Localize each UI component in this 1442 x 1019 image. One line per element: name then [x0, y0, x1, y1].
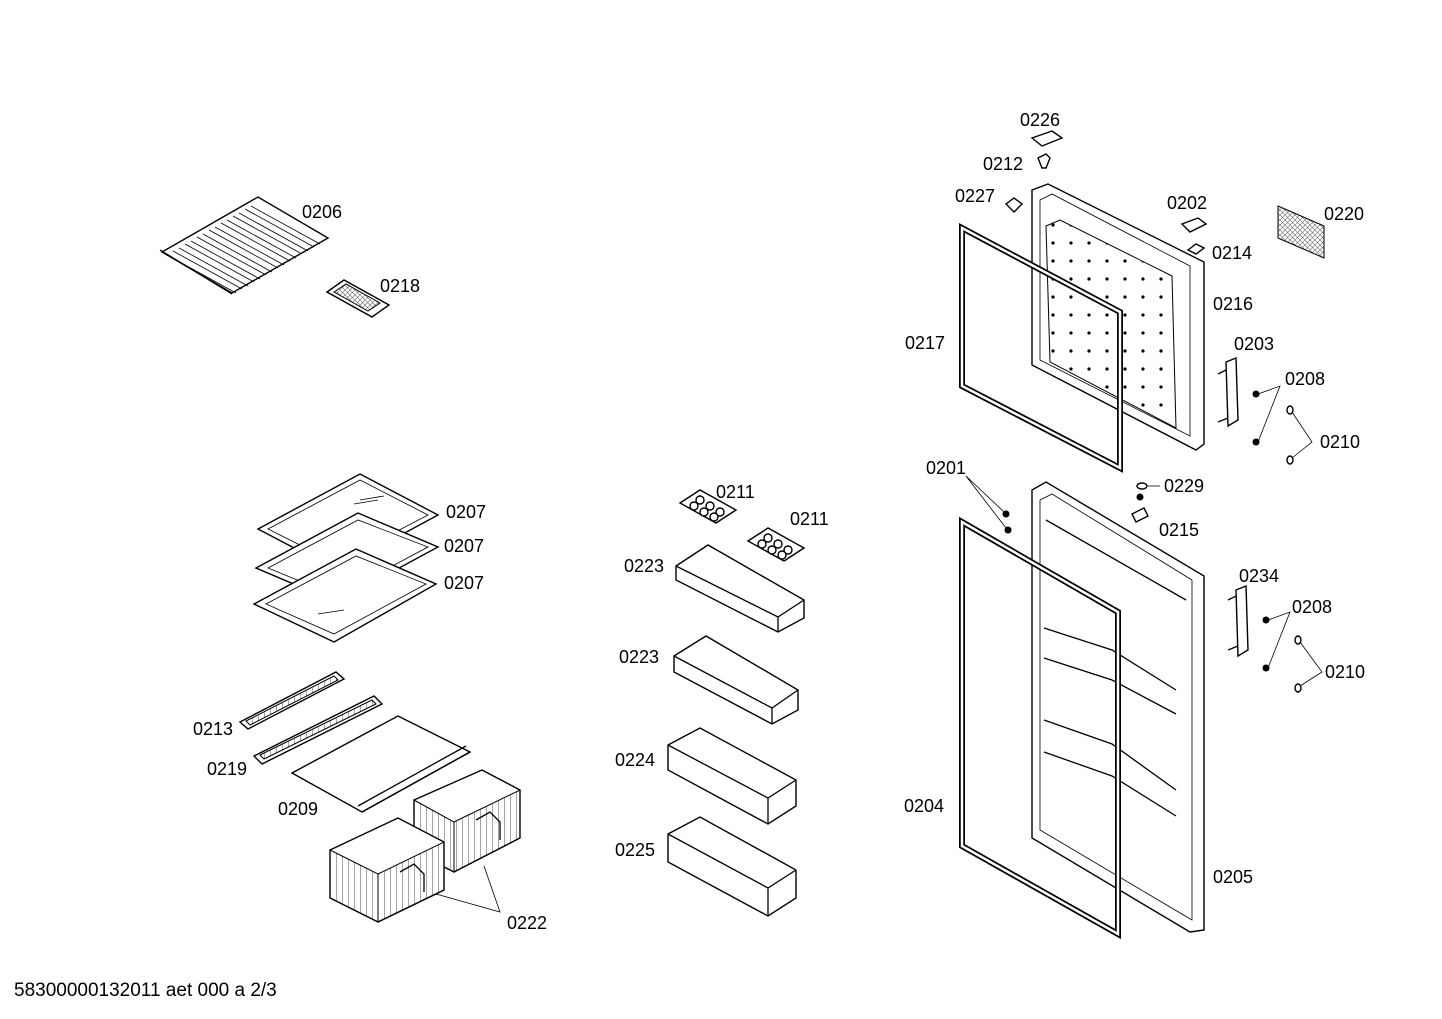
label-0229: 0229: [1164, 476, 1204, 496]
label-0202: 0202: [1167, 193, 1207, 213]
label-0203: 0203: [1234, 334, 1274, 354]
label-0226: 0226: [1020, 110, 1060, 130]
label-0223-a: 0223: [624, 556, 664, 576]
wire-shelf-part: [159, 196, 330, 295]
document-reference-footer: 58300000132011 aet 000 a 2/3: [14, 980, 277, 1001]
label-0225: 0225: [615, 840, 655, 860]
label-0209: 0209: [278, 799, 318, 819]
hinge-cover-part-0226: [1030, 130, 1064, 147]
label-0211-b: 0211: [790, 509, 829, 529]
label-0216: 0216: [1213, 294, 1253, 314]
label-0211-a: 0211: [716, 482, 755, 502]
label-0208-b: 0208: [1292, 597, 1332, 617]
hinge-screws-part-0201: [965, 475, 1012, 534]
label-0206: 0206: [302, 202, 342, 222]
egg-tray-part-2: [746, 527, 806, 562]
door-handle-part-0203: [1217, 356, 1239, 428]
label-0224: 0224: [615, 750, 655, 770]
glass-shelf-part-3: [252, 548, 438, 643]
door-bin-part-0224: [667, 727, 797, 825]
label-0215: 0215: [1159, 520, 1199, 540]
lower-door-gasket-part: [959, 516, 1121, 940]
screw-parts-lower: [1262, 611, 1323, 693]
upper-door-gasket-part: [959, 223, 1123, 473]
rating-label-part-0220: [1277, 205, 1325, 259]
label-0205: 0205: [1213, 867, 1253, 887]
label-0220: 0220: [1324, 204, 1364, 224]
washer-part-0229: [1136, 482, 1160, 490]
ice-tray-part: [325, 279, 391, 318]
label-0204: 0204: [904, 796, 944, 816]
bracket-part-0214: [1186, 243, 1206, 255]
vent-strip-part-0213: [238, 671, 346, 730]
door-bin-part-0223-b: [673, 635, 799, 725]
egg-tray-part-1: [678, 489, 738, 524]
plug-part-0227: [1004, 197, 1024, 213]
label-0207-c: 0207: [444, 573, 484, 593]
label-0210-b: 0210: [1325, 662, 1365, 682]
vent-strip-part-0219: [252, 695, 384, 765]
label-0213: 0213: [193, 719, 233, 739]
label-0207-b: 0207: [444, 536, 484, 556]
door-stop-part-0202: [1180, 217, 1208, 233]
hinge-bushing-part-0215: [1131, 493, 1149, 523]
label-0207-a: 0207: [446, 502, 486, 522]
label-0227: 0227: [955, 186, 995, 206]
label-0208-a: 0208: [1285, 369, 1325, 389]
door-handle-part-0234: [1227, 584, 1249, 658]
label-0223-b: 0223: [619, 647, 659, 667]
label-0234: 0234: [1239, 566, 1279, 586]
label-0201: 0201: [926, 458, 966, 478]
hinge-pin-part-0212: [1037, 153, 1051, 169]
label-0219: 0219: [207, 759, 247, 779]
screw-parts-upper: [1252, 385, 1313, 465]
label-0222: 0222: [507, 913, 547, 933]
door-bin-part-0225: [667, 816, 797, 917]
crisper-cover-part: [290, 715, 472, 813]
label-0217: 0217: [905, 333, 945, 353]
label-0218: 0218: [380, 276, 420, 296]
label-0212: 0212: [983, 154, 1023, 174]
door-bin-part-0223-a: [675, 544, 805, 633]
label-0210-a: 0210: [1320, 432, 1360, 452]
label-0214: 0214: [1212, 243, 1252, 263]
crisper-drawer-part-2: [329, 817, 445, 923]
